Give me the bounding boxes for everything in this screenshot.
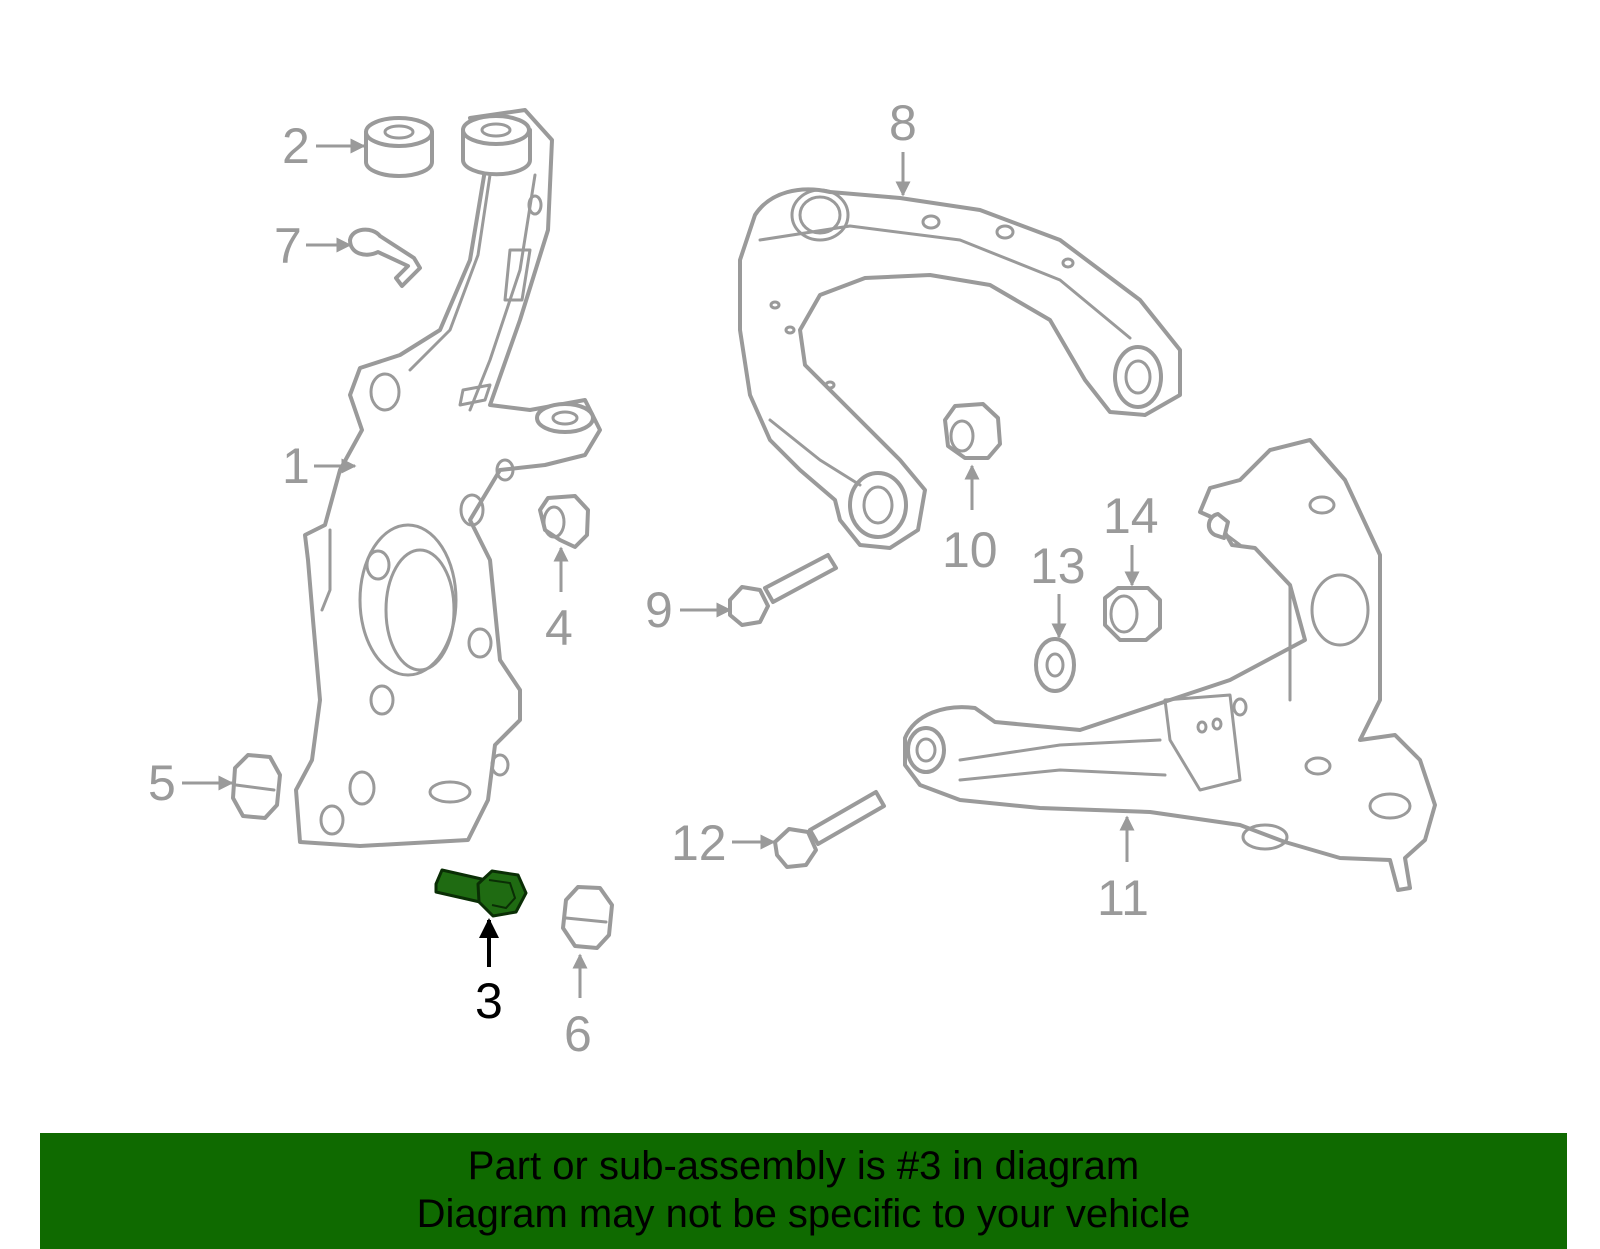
svg-text:2: 2: [282, 118, 310, 174]
callout-13: 13: [1030, 538, 1086, 639]
nut-5[interactable]: [231, 753, 282, 820]
svg-text:4: 4: [545, 600, 573, 656]
svg-text:13: 13: [1030, 538, 1086, 594]
upper-control-arm[interactable]: [738, 187, 1182, 550]
bushing[interactable]: [364, 116, 434, 178]
svg-text:7: 7: [274, 218, 302, 274]
parts-diagram: 1 2 3 4 5 6 7 8 9 10 11 12: [148, 95, 1437, 1062]
callout-7: 7: [274, 218, 352, 274]
callout-2: 2: [282, 118, 366, 174]
info-banner: Part or sub-assembly is #3 in diagram Di…: [40, 1133, 1567, 1249]
nut-6[interactable]: [561, 885, 614, 950]
nut-4[interactable]: [538, 494, 590, 549]
nut-10[interactable]: [943, 402, 1002, 460]
callout-3: 3: [475, 918, 503, 1029]
svg-text:14: 14: [1103, 488, 1159, 544]
callout-6: 6: [564, 953, 592, 1062]
svg-text:5: 5: [148, 755, 176, 811]
washer-13[interactable]: [1034, 637, 1076, 693]
callout-5: 5: [148, 755, 234, 811]
bolt-9[interactable]: [728, 553, 838, 627]
svg-text:9: 9: [645, 582, 673, 638]
svg-text:10: 10: [942, 522, 998, 578]
clip[interactable]: [348, 227, 422, 288]
callout-12: 12: [671, 815, 776, 871]
steering-knuckle[interactable]: [294, 108, 602, 848]
svg-text:1: 1: [282, 438, 310, 494]
callout-4: 4: [545, 546, 573, 656]
banner-disclaimer: Diagram may not be specific to your vehi…: [416, 1192, 1191, 1236]
callout-8: 8: [889, 95, 917, 197]
callout-9: 9: [645, 582, 732, 638]
svg-text:6: 6: [564, 1006, 592, 1062]
svg-text:12: 12: [671, 815, 727, 871]
svg-text:8: 8: [889, 95, 917, 151]
bolt-12[interactable]: [773, 790, 886, 869]
callout-14: 14: [1103, 488, 1159, 587]
nut-14[interactable]: [1103, 586, 1162, 642]
callout-10: 10: [942, 464, 998, 578]
lower-control-arm[interactable]: [903, 438, 1437, 892]
svg-text:11: 11: [1097, 870, 1149, 926]
callout-1: 1: [282, 438, 357, 494]
svg-text:3: 3: [475, 973, 503, 1029]
banner-part-note: Part or sub-assembly is #3 in diagram: [467, 1144, 1140, 1188]
bolt-3-highlighted[interactable]: [434, 868, 528, 918]
callout-11: 11: [1097, 815, 1149, 926]
